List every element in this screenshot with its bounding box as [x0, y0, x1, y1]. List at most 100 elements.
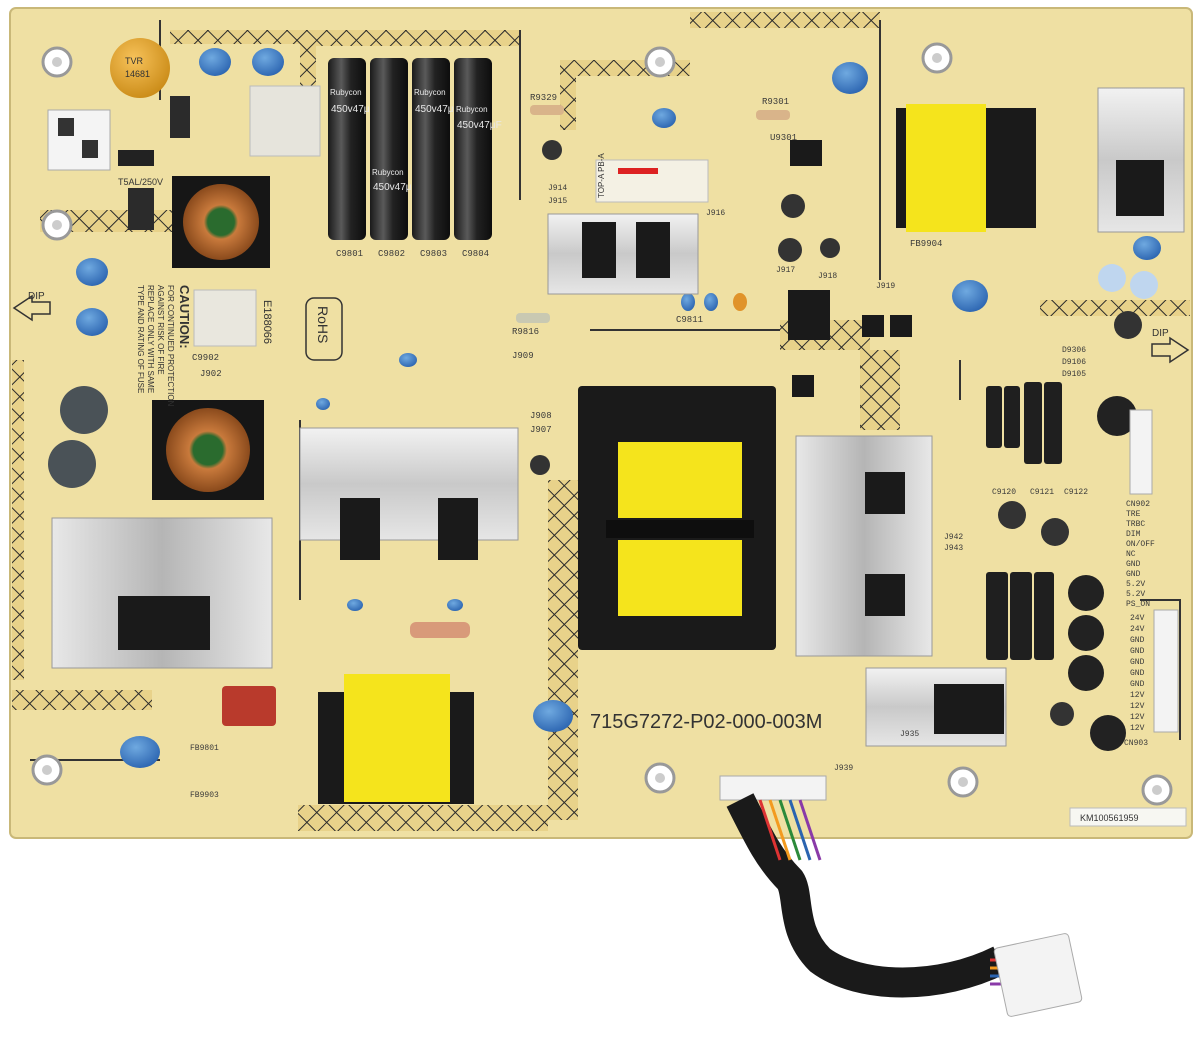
ref-fb9904: FB9904	[910, 239, 942, 249]
cn902-pin-7: GND	[1126, 570, 1141, 579]
ref-j915: J915	[548, 197, 567, 206]
cn903-pin-labels: 24V 24V GND GND GND GND GND 12V 12V 12V …	[1130, 614, 1145, 733]
cap3-brand: Rubycon	[414, 88, 446, 97]
resistors	[410, 105, 790, 638]
connector-cn902: CN902	[1126, 409, 1153, 509]
tvr-label: TVR	[125, 56, 144, 66]
bulk-capacitors: Rubycon 450v47μF Rubycon 450v47μF Rubyco…	[328, 58, 502, 240]
ref-d9306: D9306	[1062, 346, 1086, 355]
mounting-hole-centers	[42, 53, 1162, 795]
orange-capacitor	[733, 293, 747, 311]
ref-j935: J935	[900, 730, 919, 739]
ref-j943: J943	[944, 544, 963, 553]
cn902-ref: CN902	[1126, 500, 1150, 509]
dip-arrow-right: DIP	[1151, 328, 1190, 364]
bulk-capacitor-3: Rubycon 450v47μF	[412, 58, 460, 240]
cn902-pin-labels: TRE TRBC DIM ON/OFF NC GND GND 5.2V 5.2V…	[1126, 510, 1155, 609]
barcode-sticker-text: TOP-A PB-A	[597, 153, 606, 198]
cap2-rating: 450v47μF	[373, 182, 418, 193]
led-transformer	[896, 104, 1036, 232]
ref-j908: J908	[530, 411, 552, 421]
cn903-pin-2: 24V	[1130, 625, 1145, 634]
ref-c9804: C9804	[462, 249, 489, 259]
heatsink-secondary	[795, 435, 933, 657]
cn903-pin-8: 12V	[1130, 691, 1145, 700]
ref-j917: J917	[776, 266, 795, 275]
cn903-pin-3: GND	[1130, 636, 1145, 645]
cap1-rating: 450v47μF	[331, 104, 376, 115]
ref-c9801: C9801	[336, 249, 363, 259]
ic-led-driver	[788, 290, 830, 340]
heatsink-pfc	[51, 517, 273, 669]
inductor-l9801	[170, 96, 190, 138]
ic-small-3	[890, 315, 912, 337]
caution-line-3: REPLACE ONLY WITH SAME	[146, 285, 155, 393]
cn902-pin-6: GND	[1126, 560, 1141, 569]
x-capacitor	[249, 85, 321, 157]
caution-line-1: FOR CONTINUED PROTECTION	[166, 285, 175, 407]
bulk-capacitor-2: Rubycon 450v47μF	[370, 58, 418, 240]
cn903-pin-6: GND	[1130, 669, 1145, 678]
ref-c9120: C9120	[992, 488, 1016, 497]
cap2-brand: Rubycon	[372, 168, 404, 177]
ic-small-2	[862, 315, 884, 337]
ic-small	[792, 375, 814, 397]
ref-r9301: R9301	[762, 97, 789, 107]
ref-c9122: C9122	[1064, 488, 1088, 497]
cn902-pin-9: 5.2V	[1126, 590, 1145, 599]
y-capacitor-box	[193, 289, 257, 347]
inductor-l9802	[128, 188, 154, 230]
board-part-number: 715G7272-P02-000-003M	[590, 711, 822, 733]
tvr-varistor: TVR 14681	[110, 38, 170, 98]
ref-c9802: C9802	[378, 249, 405, 259]
cn903-pin-1: 24V	[1130, 614, 1145, 623]
cap3-rating: 450v47μF	[415, 104, 460, 115]
ref-c9902: C9902	[192, 353, 219, 363]
dip-arrow-left: DIP	[12, 291, 51, 322]
heatsink-bottom-right	[865, 667, 1007, 747]
small-electrolytics	[530, 140, 1158, 751]
barcode-sticker: TOP-A PB-A	[595, 153, 709, 203]
blue-y-capacitors	[76, 48, 1161, 768]
ref-c9803: C9803	[420, 249, 447, 259]
cn903-pin-5: GND	[1130, 658, 1145, 667]
ref-d9106: D9106	[1062, 358, 1086, 367]
ref-j902: J902	[200, 369, 222, 379]
serial-sticker-text: KM100561959	[1080, 813, 1139, 823]
ntc-thermistor-1	[60, 386, 108, 434]
serial-sticker: KM100561959	[1069, 807, 1187, 827]
caution-line-2: AGAINST RISK OF FIRE	[156, 285, 165, 375]
ref-j907: J907	[530, 425, 552, 435]
heatsink-bridge	[299, 427, 519, 560]
cn902-pin-2: TRBC	[1126, 520, 1145, 529]
fuse-rating-label: T5AL/250V	[118, 177, 163, 187]
cn903-pin-9: 12V	[1130, 702, 1145, 711]
cn902-pin-3: DIM	[1126, 530, 1141, 539]
caution-line-4: TYPE AND RATING OF FUSE	[136, 285, 145, 393]
ac-input-connector	[47, 109, 111, 171]
ref-j939: J939	[834, 764, 853, 773]
ref-j942: J942	[944, 533, 963, 542]
heatsink-center	[547, 213, 699, 295]
cn903-pin-7: GND	[1130, 680, 1145, 689]
cn902-pin-1: TRE	[1126, 510, 1141, 519]
common-mode-choke-1	[172, 176, 270, 268]
cn902-pin-10: PS_ON	[1126, 600, 1150, 609]
standby-transformer	[318, 674, 474, 804]
ic-u9301	[790, 140, 822, 166]
ref-j919: J919	[876, 282, 895, 291]
bulk-capacitor-4: Rubycon 450v47μF	[454, 58, 502, 240]
caution-silkscreen: CAUTION: FOR CONTINUED PROTECTION AGAINS…	[136, 285, 192, 407]
cn903-pin-10: 12V	[1130, 713, 1145, 722]
heatsink-top-right	[1097, 87, 1185, 233]
ref-r9329: R9329	[530, 93, 557, 103]
ref-j916: J916	[706, 209, 725, 218]
connector-cn903: CN903	[1124, 609, 1179, 748]
dip-label-right: DIP	[1152, 328, 1169, 339]
cn903-pin-4: GND	[1130, 647, 1145, 656]
output-cable	[719, 775, 1083, 1017]
cn903-pin-11: 12V	[1130, 724, 1145, 733]
cn902-pin-4: ON/OFF	[1126, 540, 1155, 549]
ref-c9811: C9811	[676, 315, 703, 325]
